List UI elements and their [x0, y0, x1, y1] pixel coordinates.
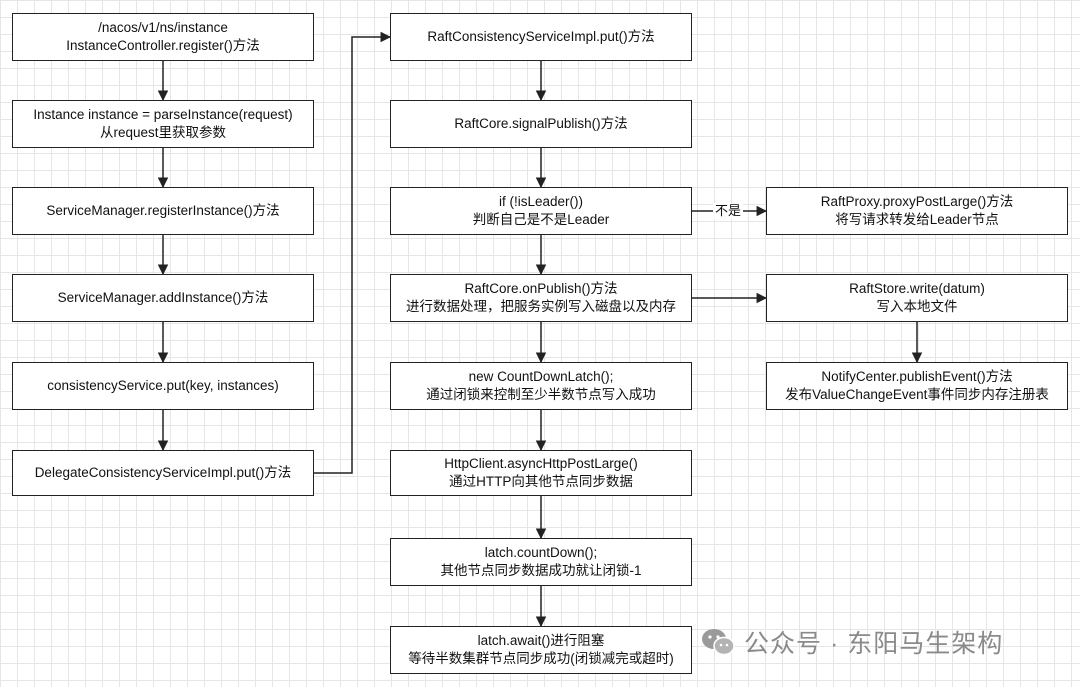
flow-node-n8: RaftCore.signalPublish()方法 [390, 100, 692, 148]
node-text-line: 通过闭锁来控制至少半数节点写入成功 [426, 387, 656, 402]
node-text-line: RaftCore.signalPublish()方法 [454, 116, 628, 131]
wechat-icon [702, 629, 735, 656]
node-text-line: 进行数据处理，把服务实例写入磁盘以及内存 [406, 299, 676, 314]
flow-node-n16: RaftStore.write(datum) 写入本地文件 [766, 274, 1068, 322]
flow-node-n5: consistencyService.put(key, instances) [12, 362, 314, 410]
flow-node-n17: NotifyCenter.publishEvent()方法发布ValueChan… [766, 362, 1068, 410]
flow-node-n12: HttpClient.asyncHttpPostLarge() 通过HTTP向其他… [390, 450, 692, 496]
node-text-line: 写入本地文件 [876, 299, 958, 314]
node-text-line: 等待半数集群节点同步成功(闭锁减完或超时) [408, 651, 674, 666]
node-text-line: 将写请求转发给Leader节点 [835, 212, 999, 227]
node-text-line: RaftStore.write(datum) [849, 281, 985, 296]
flow-node-n6: DelegateConsistencyServiceImpl.put()方法 [12, 450, 314, 496]
flow-node-n9: if (!isLeader()) 判断自己是不是Leader [390, 187, 692, 235]
flow-node-n3: ServiceManager.registerInstance()方法 [12, 187, 314, 235]
node-text-line: 其他节点同步数据成功就让闭锁-1 [440, 563, 642, 578]
edge-label: 不是 [713, 203, 744, 219]
watermark: 公众号 · 东阳马生架构 [700, 624, 1003, 660]
node-text-line: latch.await()进行阻塞 [477, 633, 605, 648]
node-text-line: ServiceManager.registerInstance()方法 [46, 203, 280, 218]
node-text-line: latch.countDown(); [484, 545, 598, 560]
flow-node-n7: RaftConsistencyServiceImpl.put()方法 [390, 13, 692, 61]
node-text-line: new CountDownLatch(); [468, 369, 614, 384]
node-text-line: 发布ValueChangeEvent事件同步内存注册表 [785, 387, 1049, 402]
edge-n6-n7 [314, 31, 392, 474]
node-text-line: RaftCore.onPublish()方法 [464, 281, 618, 296]
flow-node-n11: new CountDownLatch(); 通过闭锁来控制至少半数节点写入成功 [390, 362, 692, 410]
node-text-line: InstanceController.register()方法 [66, 38, 260, 53]
watermark-text: 公众号 · 东阳马生架构 [744, 630, 1004, 658]
node-text-line: 通过HTTP向其他节点同步数据 [449, 474, 633, 489]
node-text-line: /nacos/v1/ns/instance [98, 20, 228, 35]
node-text-line: RaftProxy.proxyPostLarge()方法 [820, 194, 1014, 209]
node-text-line: RaftConsistencyServiceImpl.put()方法 [427, 29, 655, 44]
node-text-line: HttpClient.asyncHttpPostLarge() [444, 456, 638, 471]
node-text-line: consistencyService.put(key, instances) [47, 378, 279, 393]
node-text-line: Instance instance = parseInstance(reques… [33, 107, 293, 122]
flow-node-n15: RaftProxy.proxyPostLarge()方法将写请求转发给Leade… [766, 187, 1068, 235]
node-text-line: 判断自己是不是Leader [472, 212, 610, 227]
flow-node-n13: latch.countDown(); 其他节点同步数据成功就让闭锁-1 [390, 538, 692, 586]
node-text-line: NotifyCenter.publishEvent()方法 [821, 369, 1013, 384]
flow-node-n2: Instance instance = parseInstance(reques… [12, 100, 314, 148]
flow-node-n10: RaftCore.onPublish()方法进行数据处理，把服务实例写入磁盘以及… [390, 274, 692, 322]
node-text-line: 从request里获取参数 [99, 125, 227, 140]
flow-node-n14: latch.await()进行阻塞等待半数集群节点同步成功(闭锁减完或超时) [390, 626, 692, 674]
node-text-line: if (!isLeader()) [498, 194, 584, 209]
node-text-line: DelegateConsistencyServiceImpl.put()方法 [34, 465, 292, 480]
node-text-line: ServiceManager.addInstance()方法 [57, 290, 269, 305]
flow-node-n4: ServiceManager.addInstance()方法 [12, 274, 314, 322]
